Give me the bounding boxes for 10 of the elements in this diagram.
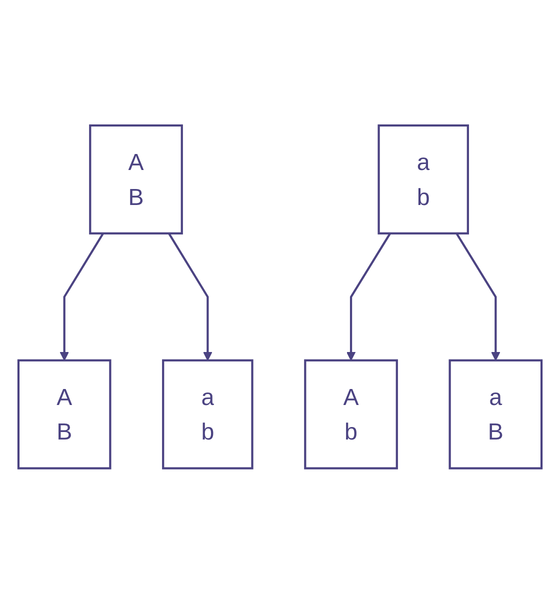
node-box: a B [448, 359, 543, 470]
arrow [346, 232, 392, 361]
arrow [456, 232, 500, 361]
node-box: A B [17, 359, 112, 470]
node-box: a b [378, 124, 469, 235]
arrow [60, 232, 104, 361]
node-box: A B [89, 124, 183, 235]
node-box: A b [304, 359, 398, 470]
node-box: a b [162, 359, 254, 470]
arrow [168, 232, 212, 361]
